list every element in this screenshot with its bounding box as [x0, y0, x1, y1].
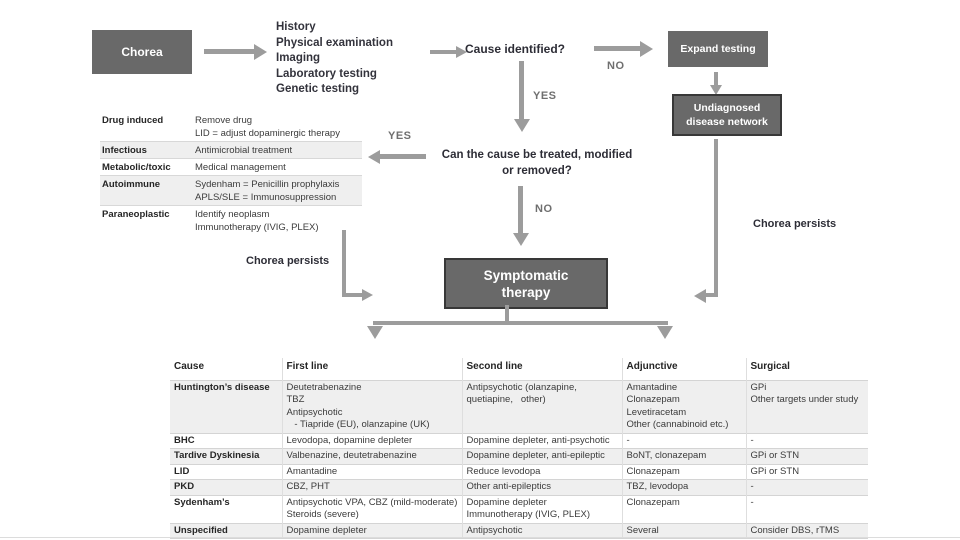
- etiologic-row: Drug induced Remove drug LID = adjust dop…: [100, 112, 362, 142]
- first-line-cell: CBZ, PHT: [281, 479, 462, 495]
- no-label-treat: NO: [535, 203, 553, 215]
- surgical-cell: Consider DBS, rTMS: [745, 522, 868, 539]
- undiagnosed-network-box: Undiagnosed disease network: [672, 94, 782, 136]
- cause-cell: Huntington’s disease: [170, 379, 282, 433]
- chorea-persists-left-label: Chorea persists: [246, 255, 330, 267]
- yes-label-treat: YES: [388, 130, 412, 142]
- surgical-cell: GPi or STN: [745, 448, 868, 464]
- etiology-label: Infectious: [100, 141, 193, 159]
- column-header: Adjunctive: [621, 358, 746, 380]
- slide-bottom-edge: [0, 537, 960, 538]
- etiology-treatment: Identify neoplasm Immunotherapy (IVIG, P…: [193, 205, 362, 235]
- adjunctive-cell: Clonazepam: [621, 494, 746, 523]
- second-line-cell: Reduce levodopa: [461, 463, 622, 480]
- expand-testing-box: Expand testing: [668, 31, 768, 67]
- etiology-label: Autoimmune: [100, 175, 193, 206]
- cause-cell: Unspecified: [170, 522, 282, 539]
- second-line-cell: Dopamine depleter, anti-epileptic: [461, 448, 622, 464]
- adjunctive-cell: TBZ, levodopa: [621, 479, 746, 495]
- adjunctive-cell: Several: [621, 522, 746, 539]
- adjunctive-cell: BoNT, clonazepam: [621, 448, 746, 464]
- second-line-cell: Dopamine depleter Immunotherapy (IVIG, P…: [461, 494, 622, 523]
- etiology-treatment: Remove drug LID = adjust dopaminergic th…: [195, 114, 340, 139]
- column-header: Second line: [461, 358, 622, 380]
- cause-cell: BHC: [170, 432, 282, 449]
- cause-cell: PKD: [170, 479, 282, 495]
- first-line-cell: Antipsychotic VPA, CBZ (mild-moderate) S…: [281, 494, 462, 523]
- etiology-label: Paraneoplastic: [100, 205, 193, 235]
- surgical-cell: -: [745, 494, 868, 523]
- first-line-cell: Levodopa, dopamine depleter: [281, 432, 462, 449]
- second-line-cell: Other anti-epileptics: [461, 479, 622, 495]
- column-header: Surgical: [745, 358, 868, 380]
- column-header: First line: [281, 358, 462, 380]
- chorea-persists-right-label: Chorea persists: [753, 218, 837, 230]
- surgical-cell: GPi Other targets under study: [745, 379, 868, 433]
- cause-cell: LID: [170, 463, 282, 480]
- cause-identified-question: Cause identified?: [464, 42, 565, 56]
- etiology-treatment: Sydenham = Penicillin prophylaxis APLS/S…: [193, 175, 362, 206]
- treat-question: Can the cause be treated, modified or re…: [441, 149, 633, 177]
- second-line-cell: Antipsychotic (olanzapine, quetiapine, o…: [461, 379, 622, 433]
- cause-cell: Tardive Dyskinesia: [170, 448, 282, 464]
- adjunctive-cell: Clonazepam: [621, 463, 746, 480]
- first-line-cell: Amantadine: [281, 463, 462, 480]
- no-label-expand: NO: [607, 60, 625, 72]
- surgical-cell: -: [745, 479, 868, 495]
- adjunctive-cell: -: [621, 432, 746, 449]
- yes-label-cause: YES: [533, 90, 557, 102]
- second-line-cell: Dopamine depleter, anti-psychotic: [461, 432, 622, 449]
- workup-list: History Physical examination Imaging Lab…: [276, 21, 393, 95]
- surgical-cell: GPi or STN: [745, 463, 868, 480]
- etiology-label: Drug induced: [102, 114, 164, 126]
- first-line-cell: Deutetrabenazine TBZ Antipsychotic - Tia…: [281, 379, 462, 433]
- chorea-start-box: Chorea: [92, 30, 192, 74]
- etiologic-treatment-table: Drug induced Remove drug LID = adjust dop…: [100, 112, 362, 235]
- cause-cell: Sydenham’s: [170, 494, 282, 523]
- adjunctive-cell: Amantadine Clonazepam Levetiracetam Othe…: [621, 379, 746, 433]
- surgical-cell: -: [745, 432, 868, 449]
- first-line-cell: Valbenazine, deutetrabenazine: [281, 448, 462, 464]
- symptomatic-therapy-box: Symptomatic therapy: [444, 258, 608, 309]
- second-line-cell: Antipsychotic: [461, 522, 622, 539]
- etiology-treatment: Medical management: [193, 158, 362, 176]
- etiology-treatment: Antimicrobial treatment: [193, 141, 362, 159]
- etiology-label: Metabolic/toxic: [100, 158, 193, 176]
- column-header: Cause: [174, 361, 205, 372]
- first-line-cell: Dopamine depleter: [281, 522, 462, 539]
